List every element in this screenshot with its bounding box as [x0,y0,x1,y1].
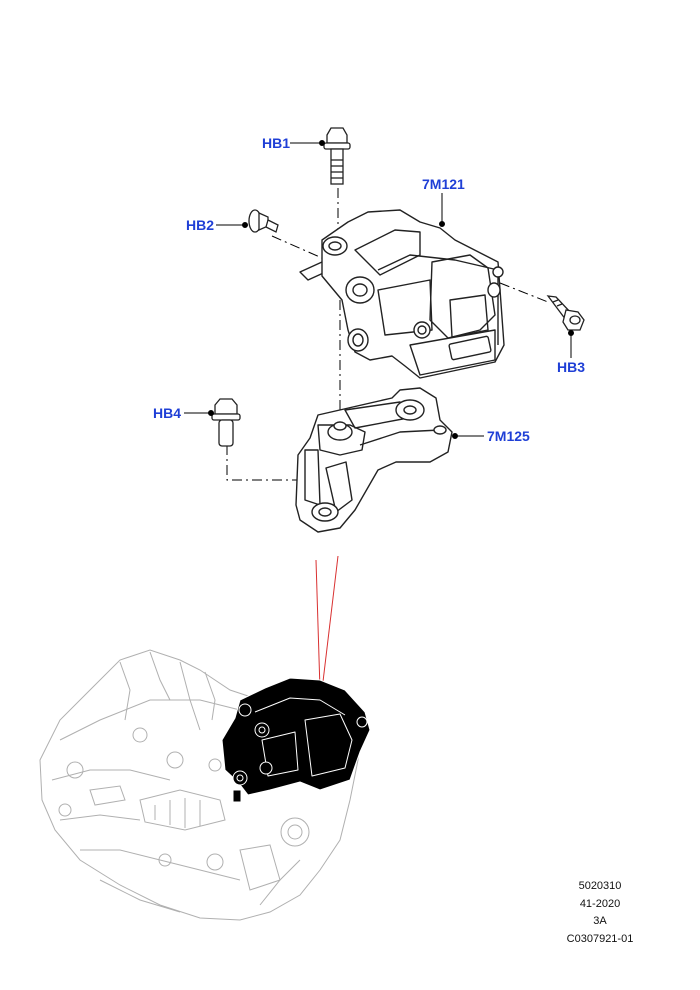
bolt-hb2-icon [248,209,279,233]
reference-line-1: 5020310 [578,880,622,892]
bolt-hb1-icon [323,127,351,185]
callout-hb1: HB1 [262,135,291,151]
bolt-hb4-icon [211,398,241,447]
callout-hb2: HB2 [186,217,215,233]
reference-line-2: 41-2020 [579,898,621,910]
callout-hb3: HB3 [557,359,586,375]
bolt-hb3-icon [546,295,585,331]
mount-bracket-7m125-icon [295,387,453,533]
reference-line-4: C0307921-01 [566,933,634,945]
callout-7m121: 7M121 [422,176,465,192]
location-highlight-lines [315,555,339,691]
callout-7m125: 7M125 [487,428,530,444]
highlighted-mount-location-icon [221,677,371,803]
callout-hb4: HB4 [153,405,182,421]
reference-line-3: 3A [593,915,607,927]
transmission-housing-icon [39,649,361,921]
engine-mount-7m121-icon [299,209,505,379]
leader-lines [184,140,574,439]
